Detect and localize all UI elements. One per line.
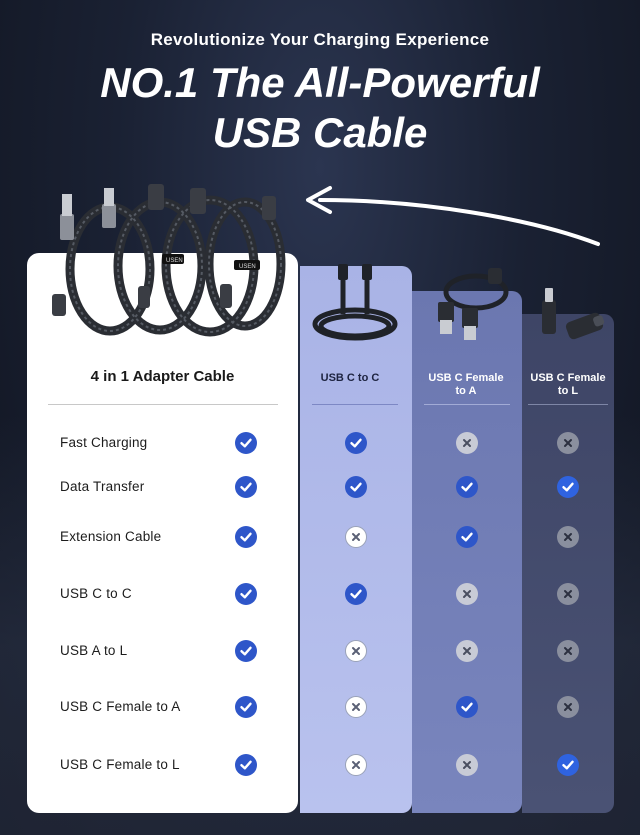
divider [48,404,278,405]
check-circle-icon [235,640,257,662]
check-circle-icon [235,754,257,776]
divider [528,404,608,405]
x-circle-icon [557,640,579,662]
column-header-usb-c-female-to-l: USB C Female to L [522,372,614,398]
curved-arrow-icon [306,186,600,246]
check-circle-icon [235,583,257,605]
column-usb-c-female-to-a [412,291,522,813]
check-circle-icon [456,696,478,718]
x-circle-icon [557,583,579,605]
column-header-line: to A [455,385,477,397]
feature-label: Fast Charging [60,435,148,450]
feature-label: USB C Female to A [60,699,181,714]
x-circle-icon [345,754,367,776]
usb-c-to-c-cable-image [312,264,398,341]
x-circle-icon [557,696,579,718]
x-circle-icon [557,526,579,548]
check-circle-icon [557,476,579,498]
column-header-usb-c-to-c: USB C to C [320,372,380,384]
check-circle-icon [345,432,367,454]
x-circle-icon [456,432,478,454]
4-in-1-cable-image: USEN USEN [52,184,286,337]
x-circle-icon [345,526,367,548]
column-usb-c-female-to-l [522,314,614,813]
check-circle-icon [345,583,367,605]
column-header-line: to L [557,385,579,397]
usb-c-female-to-l-adapter-image [542,288,605,340]
feature-label: Extension Cable [60,529,162,544]
x-circle-icon [456,754,478,776]
check-circle-icon [345,476,367,498]
brand-logo: USEN [239,264,256,270]
feature-label: USB C to C [60,586,132,601]
x-circle-icon [456,583,478,605]
check-circle-icon [235,476,257,498]
x-circle-icon [345,640,367,662]
headline-line-1: NO.1 The All-Powerful [100,59,540,106]
headline-line-2: USB Cable [212,109,428,156]
feature-label: USB A to L [60,643,128,658]
column-header-4-in-1: 4 in 1 Adapter Cable [90,368,235,385]
check-circle-icon [235,526,257,548]
usb-c-female-to-a-image [438,268,509,340]
check-circle-icon [456,526,478,548]
divider [424,404,510,405]
x-circle-icon [456,640,478,662]
check-circle-icon [456,476,478,498]
brand-logo: USEN [166,258,183,264]
divider [312,404,398,405]
check-circle-icon [557,754,579,776]
check-circle-icon [235,432,257,454]
subtitle: Revolutionize Your Charging Experience [150,30,490,49]
x-circle-icon [345,696,367,718]
check-circle-icon [235,696,257,718]
column-header-line: USB C Female [428,372,504,384]
column-header-usb-c-female-to-a: USB C Female to A [416,372,516,398]
feature-label: USB C Female to L [60,757,180,772]
column-header-line: USB C Female [530,372,606,384]
headline: NO.1 The All-Powerful USB Cable [0,58,640,158]
x-circle-icon [557,432,579,454]
feature-label: Data Transfer [60,479,145,494]
